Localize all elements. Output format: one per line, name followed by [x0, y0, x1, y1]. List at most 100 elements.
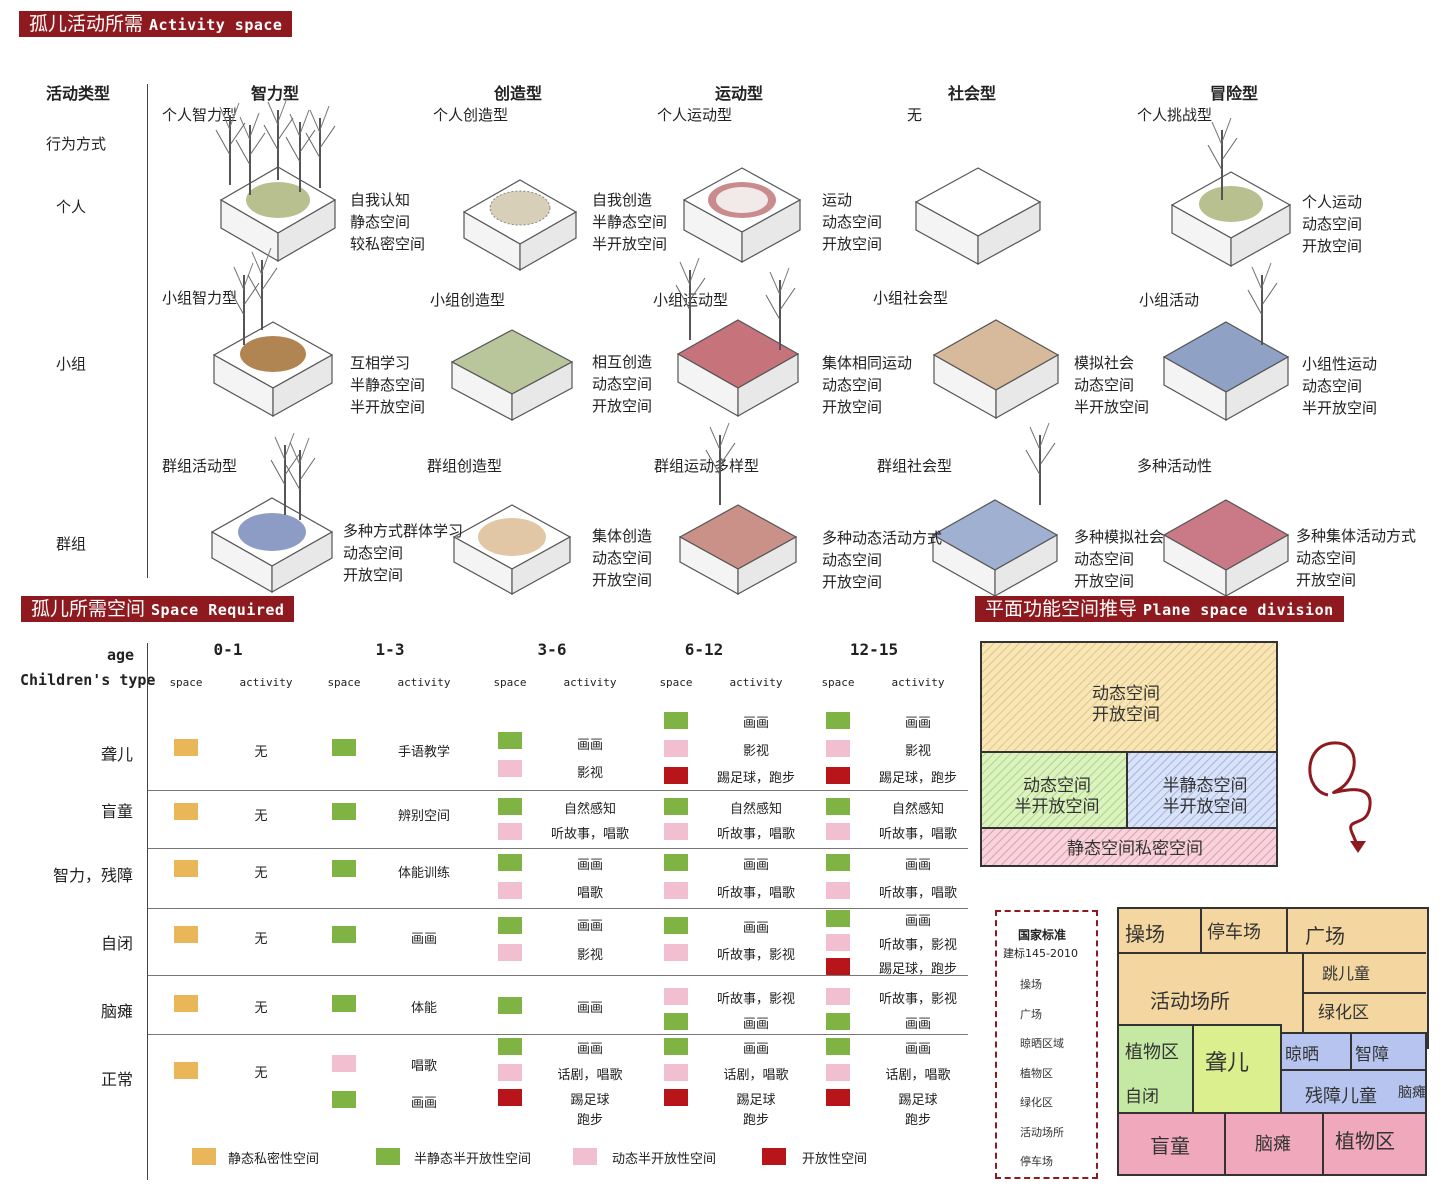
- swatch-yellow: [174, 860, 198, 877]
- cell-text: 踢足球: [570, 1093, 610, 1108]
- swatch-pink: [498, 1064, 522, 1081]
- cell-text: 影视: [904, 744, 932, 759]
- swatch-green: [332, 860, 356, 877]
- age-header: 1-3: [375, 640, 405, 659]
- cell-text: 画画: [742, 1017, 770, 1032]
- legend-label: 开放性空间: [802, 1152, 868, 1167]
- crowd-title: 群组创造型: [427, 457, 503, 475]
- cell-text: 画画: [742, 921, 770, 936]
- cell-text: 无: [254, 745, 268, 760]
- child-type-label: 脑瘫: [100, 1002, 133, 1021]
- cell-text: 踢足球，跑步: [878, 962, 958, 977]
- space-subheader: space: [659, 676, 693, 689]
- cell-text: 听故事，唱歌: [550, 827, 630, 842]
- swatch-pink: [826, 740, 850, 757]
- cell-text: 无: [254, 809, 268, 824]
- swatch-green: [664, 1038, 688, 1055]
- child-type-label: 聋儿: [100, 745, 133, 764]
- cell-text: 话剧，唱歌: [885, 1068, 951, 1083]
- iso-block-row1-intellect: [215, 97, 337, 263]
- national-standard-box: [995, 910, 1098, 1179]
- age-header: 6-12: [684, 640, 724, 659]
- swatch-green: [826, 712, 850, 729]
- cell-text: 无: [254, 932, 268, 947]
- banner-title-en: Space Required: [151, 601, 285, 619]
- cell-text: 画画: [904, 716, 932, 731]
- desc-r1-creative: 自我创造半静态空间半开放空间: [592, 191, 668, 253]
- cell-text: 影视: [576, 766, 604, 781]
- sketch-label: 跳儿童: [1322, 964, 1371, 983]
- swatch-green: [332, 926, 356, 943]
- iso-block-row2-social: [932, 319, 1060, 420]
- sketch-label: 操场: [1125, 922, 1165, 946]
- column-sub-label: 个人创造型: [433, 106, 509, 124]
- cell-text: 听故事，唱歌: [716, 886, 796, 901]
- swatch-green: [332, 739, 356, 756]
- behavior-label: 行为方式: [46, 135, 107, 153]
- swatch-green: [498, 917, 522, 934]
- cell-text: 画画: [904, 1017, 932, 1032]
- banner-title-cn: 孤儿所需空间: [31, 598, 146, 620]
- iso-block-row2-creative: [450, 329, 574, 421]
- desc-r3-creative: 集体创造动态空间开放空间: [592, 527, 653, 589]
- swatch-pink: [664, 944, 688, 961]
- sketch-label: 残障儿童: [1305, 1086, 1377, 1107]
- table-row-divider: [148, 975, 968, 976]
- swatch-pink: [826, 1064, 850, 1081]
- group-title: 小组智力型: [162, 289, 238, 307]
- cell-text: 听故事，影视: [878, 992, 958, 1007]
- swatch-green: [498, 732, 522, 749]
- age-header: 3-6: [537, 640, 567, 659]
- legend-label: 动态半开放性空间: [612, 1152, 717, 1167]
- cell-text: 话剧，唱歌: [723, 1068, 789, 1083]
- desc-r2-sport: 集体相同运动动态空间开放空间: [822, 354, 913, 416]
- cell-text: 唱歌: [410, 1059, 438, 1074]
- row-label-individual: 个人: [56, 198, 87, 216]
- cell-text: 体能训练: [397, 866, 451, 881]
- iso-block-row1-social: [914, 167, 1042, 266]
- cell-text: 听故事，影视: [878, 938, 958, 953]
- iso-block-row3-social: [931, 422, 1059, 598]
- swatch-green: [826, 1013, 850, 1030]
- iso-block-row3-adventure: [1162, 499, 1290, 598]
- swatch-pink: [826, 988, 850, 1005]
- swatch-green: [826, 1038, 850, 1055]
- space-subheader: space: [327, 676, 361, 689]
- column-sub-label: 个人挑战型: [1137, 106, 1213, 124]
- desc-r2-social: 模拟社会动态空间半开放空间: [1074, 354, 1150, 416]
- swatch-red: [664, 1089, 688, 1106]
- column-sub-label: 个人智力型: [162, 106, 238, 124]
- cell-text: 体能: [410, 1001, 438, 1016]
- child-type-label: 自闭: [100, 934, 133, 953]
- sketch-label: 晾晒: [1285, 1045, 1319, 1065]
- cell-text: 无: [254, 866, 268, 881]
- swatch-green: [332, 803, 356, 820]
- swatch-green: [826, 854, 850, 871]
- desc-r2-intellect: 互相学习半静态空间半开放空间: [350, 354, 426, 416]
- swatch-green: [332, 995, 356, 1012]
- activity-illustrations: [210, 97, 1292, 598]
- sketch-label: 脑瘫: [1398, 1085, 1426, 1101]
- standard-item: 绿化区: [1020, 1096, 1053, 1109]
- swatch-green: [664, 712, 688, 729]
- swatch-pink: [664, 988, 688, 1005]
- sketch-label: 植物区: [1335, 1129, 1395, 1153]
- iso-block-row2-sport: [675, 257, 800, 418]
- swatch-pink: [664, 740, 688, 757]
- column-sub-label: 无: [907, 106, 923, 124]
- legend-swatch: [573, 1148, 597, 1165]
- iso-block-row3-intellect: [210, 432, 334, 594]
- swatch-green: [332, 1091, 356, 1108]
- age-label: age: [107, 646, 135, 664]
- swatch-green: [664, 798, 688, 815]
- plan-mid-left-label: 动态空间半开放空间: [1014, 776, 1100, 817]
- cell-text: 画画: [576, 1042, 604, 1057]
- group-title: 小组创造型: [430, 291, 506, 309]
- table-row-divider: [148, 908, 968, 909]
- desc-r3-sport: 多种动态活动方式动态空间开放空间: [822, 529, 943, 591]
- activity-subheader: activity: [563, 676, 617, 689]
- swatch-green: [498, 854, 522, 871]
- child-type-label: 智力，残障: [52, 866, 133, 885]
- cell-text: 自然感知: [563, 802, 617, 817]
